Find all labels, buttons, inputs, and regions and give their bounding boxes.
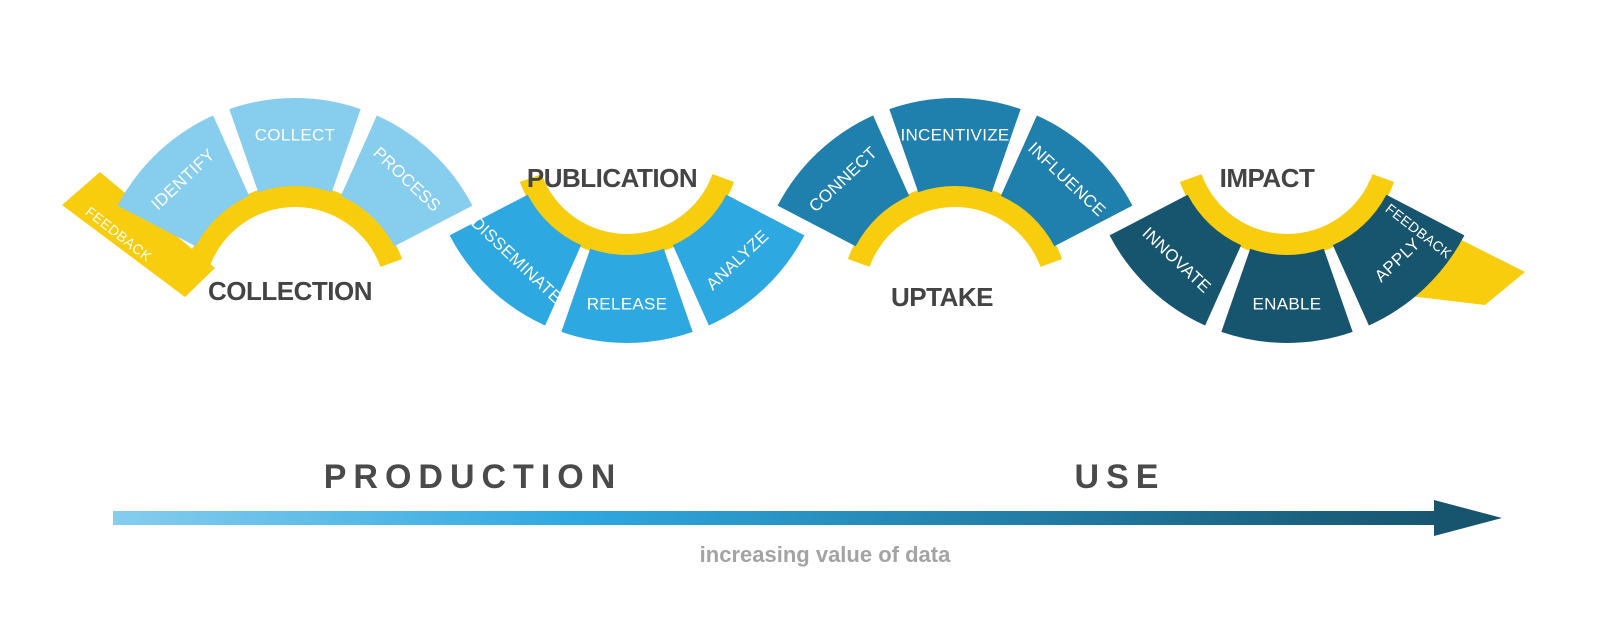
stage-label-collection: COLLECTION — [208, 276, 372, 306]
value-chain-segments: IDENTIFYCOLLECTPROCESSANALYZERELEASEDISS… — [117, 97, 1465, 344]
segment-enable — [1221, 248, 1353, 344]
segment-analyze — [672, 194, 805, 326]
segment-label-incentivize: INCENTIVIZE — [900, 125, 1009, 144]
segment-label-collect: COLLECT — [255, 125, 336, 144]
stage-label-uptake: UPTAKE — [891, 282, 993, 312]
phase-label-production: PRODUCTION — [324, 458, 623, 496]
feedback-band-arc-1 — [187, 184, 403, 267]
feedback-band-arc-2 — [519, 174, 735, 257]
segment-collect — [229, 98, 361, 193]
segment-connect — [777, 115, 910, 247]
feedback-label-2: FEEDBACK — [395, 263, 457, 336]
feedback-band-arc-4 — [1179, 174, 1395, 258]
segment-apply — [1332, 194, 1465, 326]
stage-label-impact: IMPACT — [1220, 163, 1315, 193]
feedback-band-start-cap — [62, 172, 215, 297]
arrow-caption: increasing value of data — [700, 542, 951, 567]
feedback-label-4: FEEDBACK — [1038, 268, 1100, 341]
segment-label-release: RELEASE — [587, 294, 668, 313]
value-arrow-shaft — [113, 511, 1440, 525]
segment-disseminate — [449, 194, 582, 326]
segment-release — [561, 248, 693, 344]
segment-process — [340, 115, 473, 247]
segment-innovate — [1109, 194, 1242, 326]
segment-influence — [1000, 115, 1133, 247]
segment-identify — [117, 115, 250, 247]
stage-label-publication: PUBLICATION — [527, 163, 697, 193]
value-arrow-head-icon — [1434, 500, 1502, 536]
feedback-band-arc-3 — [847, 183, 1063, 267]
segment-incentivize — [889, 97, 1021, 193]
segment-label-enable: ENABLE — [1253, 294, 1322, 313]
phase-label-use: USE — [1075, 458, 1166, 496]
